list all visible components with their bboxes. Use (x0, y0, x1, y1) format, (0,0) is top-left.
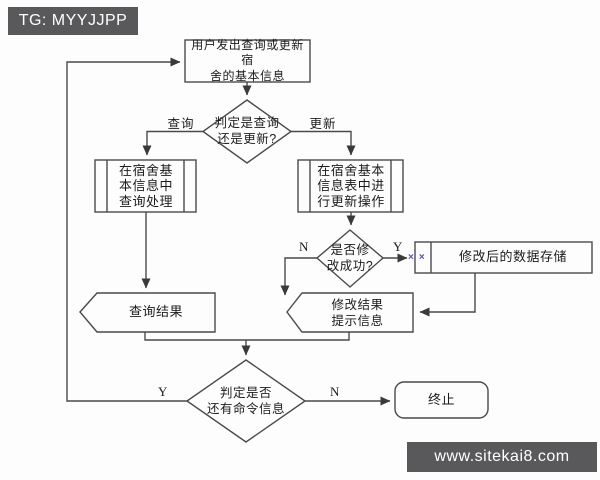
decision3-shape (185, 359, 307, 443)
connectors (66, 57, 476, 406)
edge-label-modify-yes: Y (393, 238, 403, 254)
start-box-shape (184, 39, 311, 83)
modify-result-label: 修改结果 提示信息 (331, 298, 384, 328)
query-process-label: 在宿舍基 本信息中 查询处理 (118, 162, 173, 209)
edge-label-more-no: N (330, 383, 340, 399)
update-process-label: 在宿舍基本 信息表中进 行更新操作 (317, 162, 385, 209)
connector-query-branch (142, 130, 203, 156)
connector-loop-back (66, 57, 187, 402)
connector-results-collector (144, 332, 350, 341)
decision-query-update-label: 判定是查询 还是更新? (214, 116, 280, 146)
edge-label-modify-no: N (299, 238, 309, 254)
connector-modify-no (280, 257, 317, 296)
connector-storage-to-modifyresult (419, 273, 476, 317)
connector-update-branch (291, 130, 356, 156)
query-result-shape (79, 292, 216, 333)
decision-modify-success-label: 是否修 改成功? (326, 243, 374, 273)
data-storage-shape (414, 241, 593, 274)
decision2-shape (315, 229, 385, 288)
decision-more-commands-label: 判定是否 还有命令信息 (206, 386, 285, 416)
watermark-bottom-right: www.sitekai8.com (407, 442, 597, 472)
edge-label-update: 更新 (309, 117, 337, 131)
edge-label-more-yes: Y (158, 383, 168, 399)
node-shapes (79, 39, 593, 443)
query-process-shape (94, 159, 197, 213)
query-result-label: 查询结果 (128, 303, 183, 319)
data-storage-label: 修改后的数据存储 (458, 249, 567, 265)
decision1-shape (201, 99, 293, 164)
start-node-label: 用户发出查询或更新宿 舍的基本信息 (191, 37, 304, 83)
terminate-label: 终止 (427, 391, 455, 407)
edge-label-query: 查询 (167, 117, 195, 131)
broken-image-icon: ×× (408, 252, 430, 263)
modify-result-shape (286, 292, 414, 333)
terminate-shape (394, 381, 489, 419)
update-process-shape (297, 159, 404, 213)
watermark-top-left: TG: MYYJJPP (8, 7, 138, 35)
